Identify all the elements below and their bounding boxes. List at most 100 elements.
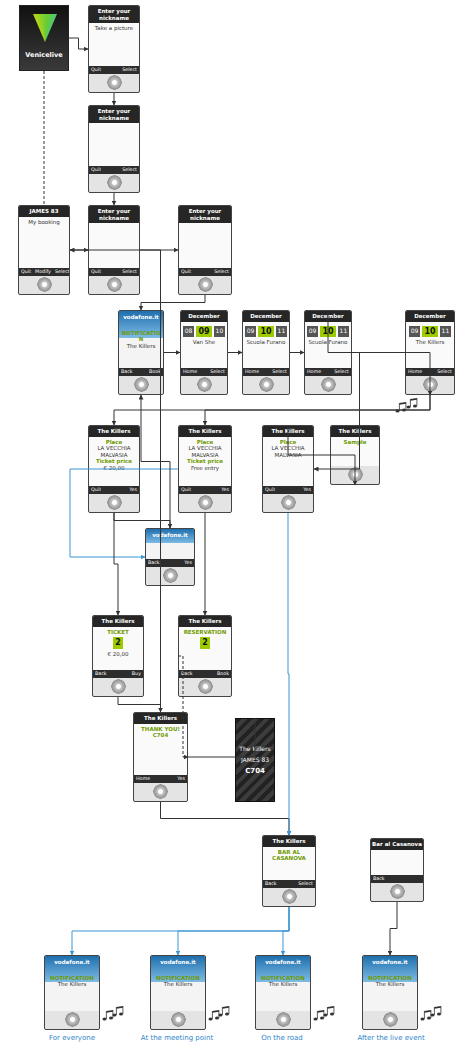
screen-body: December091011Scuola Furano — [305, 311, 351, 368]
screen-text: NOTIFICATION — [45, 975, 99, 982]
screen-text: 08 — [183, 326, 195, 338]
feedback-screen: Bar al CasanovaBack — [370, 838, 424, 902]
softkey-bar: Quit Yes — [89, 486, 139, 494]
softkey-bar: Back — [371, 875, 423, 883]
flow-arrow — [114, 193, 115, 205]
softkey-label: Quit — [263, 486, 277, 494]
screen-text: Scuola Furano — [305, 339, 351, 346]
ticket-screen: The KillersTICKET2€ 20,00BackBuy — [92, 615, 144, 697]
screen-title: December — [406, 311, 454, 322]
screen-body: Bar al Casanova — [371, 839, 423, 875]
screen-text: C704 — [236, 767, 274, 775]
screen-body: The KillersPlaceLA VECCHIA MALVASIATicke… — [179, 426, 231, 486]
screen-text: 10 — [422, 326, 437, 338]
softkey-bar: HomeSelect — [406, 368, 454, 376]
screen-title: Enter your nickname — [89, 206, 139, 223]
screen-text: 09 — [245, 326, 257, 338]
softkey-bar: BackSelect — [263, 880, 315, 888]
screen-text: THANK YOU! — [134, 726, 187, 733]
notification-screen: vodafone.itNOTIFICATIONThe KillersBackBo… — [118, 310, 164, 395]
screen-text: LA VECCHIA MALVASIA — [89, 445, 139, 458]
screen-title: December — [243, 311, 289, 322]
softkey-bar: BackBook — [179, 670, 231, 678]
screen-text: Ticket price — [179, 458, 231, 465]
softkey-bar: BackBook — [119, 368, 163, 376]
reservation-screen: The KillersRESERVATION2BackBook — [178, 615, 232, 697]
screen-text: JAMES 83 — [236, 756, 274, 763]
screen-body: vodafone.itNOTIFICATIONThe Killers — [119, 311, 163, 368]
screen-body: Enter your nickname — [89, 106, 139, 166]
softkey-label: Select — [270, 368, 289, 376]
screen-body: December091011The Killers — [406, 311, 454, 368]
softkey-label: Back — [93, 670, 109, 678]
screen-text: Van She — [181, 339, 227, 346]
splash-screen: Venicelive — [19, 5, 69, 71]
music-note-icon — [324, 1006, 335, 1017]
softkey-label: Home — [305, 368, 323, 376]
screen-title: The Killers — [263, 426, 313, 437]
music-note-icon — [314, 1010, 325, 1021]
screen-text: 11 — [440, 326, 452, 338]
softkey-bar: QuitSelect — [89, 166, 139, 174]
music-note-icon — [431, 1006, 442, 1017]
screen-body: The KillersBAR AL CASANOVA — [263, 836, 315, 880]
screen-body: The KillersTHANK YOU!C704 — [134, 713, 187, 775]
screen-text: 09 — [307, 326, 319, 338]
music-note-icon — [396, 402, 407, 413]
music-note-icon — [209, 1010, 220, 1021]
screen-title: The Killers — [331, 426, 379, 437]
screen-body: vodafone.itNOTIFICATIONThe Killers — [45, 956, 99, 1011]
screen-body: vodafone.itNOTIFICATIONThe Killers — [363, 956, 417, 1011]
softkey-bar: QuitYes — [263, 486, 313, 494]
flow-arrow — [114, 513, 170, 528]
caption-label: On the road — [232, 1034, 332, 1042]
flow-arrow — [228, 352, 242, 353]
softkey-label: Yes — [175, 775, 187, 783]
flow-arrow — [141, 395, 170, 528]
screen-text: Scuola Furano — [243, 339, 289, 346]
music-note-icon — [407, 398, 418, 409]
screen-body: The KillersPlaceLA VECCHIA MALVASIATicke… — [89, 426, 139, 486]
softkey-label: Select — [53, 268, 70, 276]
phone-screen: Enter your nicknameQuitSelect — [88, 205, 140, 295]
screen-title: Venicelive — [20, 52, 68, 60]
screen-text: The Killers — [45, 981, 99, 988]
notification-screen: vodafone.itNOTIFICATIONThe Killers — [255, 955, 311, 1030]
phone-screen: Enter your nicknameTake a pictureQuitSel… — [88, 5, 140, 93]
flow-arrow — [164, 352, 180, 353]
screen-body: vodafone.it — [146, 529, 194, 559]
flow-arrow — [283, 907, 289, 955]
softkey-bar: QuitYes — [179, 486, 231, 494]
softkey-bar: HomeSelect — [243, 368, 289, 376]
phone-screen: Enter your nicknameQuitSelect — [88, 105, 140, 193]
screen-body: December091011Scuola Furano — [243, 311, 289, 368]
screen-title: JAMES 83 — [19, 206, 69, 217]
screen-text: The Killers — [119, 343, 163, 350]
event-screen: The KillersPlaceLA VECCHIA MALVASIATicke… — [88, 425, 140, 513]
screen-title: Enter your nickname — [89, 6, 139, 23]
softkey-label: Home — [181, 368, 199, 376]
screen-text: NOTIFICATION — [363, 975, 417, 982]
flow-arrow — [114, 93, 115, 105]
notification-screen: vodafone.itNOTIFICATIONThe Killers — [150, 955, 206, 1030]
screen-text: Ticket price — [89, 458, 139, 465]
screen-title: The Killers — [134, 713, 187, 724]
screen-title: Bar al Casanova — [371, 839, 423, 850]
flow-arrow — [69, 38, 88, 49]
screen-text: 11 — [338, 326, 350, 338]
softkey-bar: BackYes — [146, 559, 194, 567]
flow-arrow — [140, 250, 178, 251]
screen-text: Place — [263, 439, 313, 446]
screen-title: vodafone.it — [363, 956, 417, 975]
music-note-icon — [103, 1010, 114, 1021]
screen-text: The Killers — [256, 981, 310, 988]
softkey-label: Yes — [127, 486, 139, 494]
screen-text: Place — [179, 439, 231, 446]
screen-text: The Killers — [363, 981, 417, 988]
screen-text: € 20,00 — [93, 651, 143, 658]
screen-title: vodafone.it — [151, 956, 205, 975]
softkey-label: Quit — [89, 486, 103, 494]
caption-label: After the live event — [341, 1034, 441, 1042]
flow-arrow — [70, 250, 88, 251]
